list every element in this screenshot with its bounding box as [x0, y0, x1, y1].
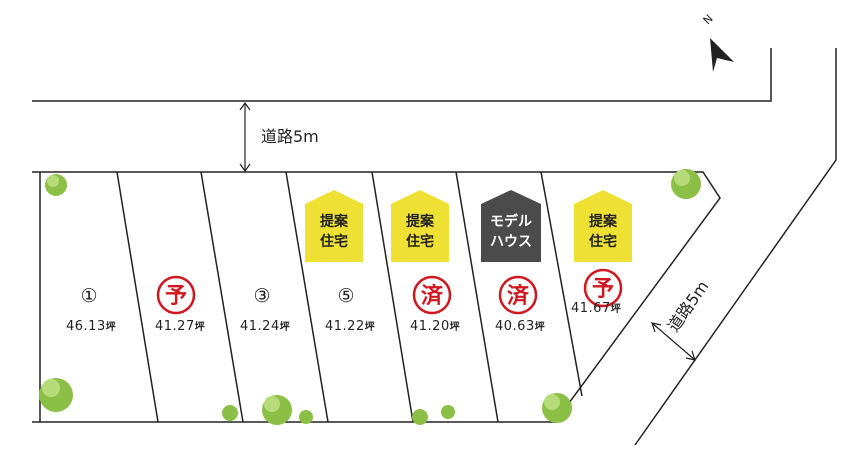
lot-divider-7 — [540, 171, 583, 397]
badge-line2: 住宅 — [589, 233, 617, 250]
dimension-arrow-bottom — [239, 163, 251, 173]
badge-lot8: 提案 住宅 — [574, 190, 632, 262]
badge-house-shape — [574, 190, 632, 262]
lot-number: ⑤ — [337, 285, 354, 307]
tree-icon — [264, 396, 280, 412]
lot-area: 41.22坪 — [325, 319, 375, 334]
lot-divider-4 — [285, 171, 329, 423]
badge-lot6: 提案 住宅 — [391, 190, 449, 262]
status-stamp: 済 — [421, 283, 444, 309]
badge-house-shape — [391, 190, 449, 262]
lot-area-unit: 坪 — [535, 320, 546, 333]
badge-line1: 提案 — [406, 213, 435, 230]
lot-area: 41.24坪 — [240, 319, 290, 334]
badge-house-shape — [305, 190, 363, 262]
tree-icon — [299, 410, 313, 424]
north-arrow-icon — [710, 38, 734, 72]
dimension-arrow-top — [239, 101, 251, 111]
road-label-right: 道路5m — [664, 277, 713, 335]
badge-line2: ハウス — [490, 234, 532, 250]
tree-icon — [674, 170, 690, 186]
north-label: N — [701, 12, 716, 27]
road-edge-top — [32, 48, 772, 102]
badge-house-shape — [481, 190, 541, 262]
site-outline — [32, 171, 721, 423]
lot-divider-5 — [371, 171, 414, 423]
badge-line2: 住宅 — [320, 233, 348, 250]
lot-1[interactable]: ① 46.13坪 — [66, 285, 116, 334]
right-road: 道路5m — [634, 48, 837, 446]
trees — [39, 169, 701, 425]
stamp-circle — [412, 275, 452, 315]
site-boundary — [32, 171, 721, 423]
lot-area-value: 46.13 — [66, 319, 106, 334]
lot-area-value: 41.24 — [240, 319, 280, 334]
lot-divider-6 — [455, 171, 499, 423]
lot-area-value: 41.22 — [325, 319, 365, 334]
lot-area: 46.13坪 — [66, 319, 116, 334]
lot-number: ③ — [253, 285, 270, 307]
lot-number: ① — [80, 285, 97, 307]
stamp-circle — [498, 275, 538, 315]
lot-area-unit: 坪 — [280, 320, 291, 333]
lot-area: 41.27坪 — [155, 319, 205, 334]
lot-6[interactable]: 済 41.20坪 — [410, 275, 460, 334]
dimension-arrow-right — [685, 350, 696, 361]
badge-line1: 提案 — [589, 213, 618, 230]
lot-5[interactable]: ⑤ 41.22坪 — [325, 285, 375, 334]
badge-line1: 提案 — [320, 213, 349, 230]
lot-divider-2 — [116, 171, 159, 423]
tree-icon — [412, 409, 428, 425]
north-arrow: N — [701, 12, 734, 72]
road-width-dimension-right — [651, 322, 696, 361]
tree-icon — [47, 175, 59, 187]
lot-area-unit: 坪 — [365, 320, 376, 333]
badge-line2: 住宅 — [406, 233, 434, 250]
lot-area: 41.20坪 — [410, 319, 460, 334]
lot-area-unit: 坪 — [195, 320, 206, 333]
tree-icon — [441, 405, 455, 419]
stamp-circle — [583, 268, 623, 308]
lot-8[interactable]: 予 41.67坪 — [571, 268, 623, 316]
badge-lot5: 提案 住宅 — [305, 190, 363, 262]
tree-icon — [222, 405, 238, 421]
top-road: 道路5m — [32, 48, 772, 173]
road-label-top: 道路5m — [261, 127, 319, 146]
road-edge-right — [634, 48, 837, 446]
status-stamp: 済 — [507, 283, 530, 309]
status-stamp: 予 — [592, 277, 614, 302]
lot-area: 41.67坪 — [571, 301, 621, 316]
badge-lot7: モデル ハウス — [481, 190, 541, 262]
status-stamp: 予 — [165, 284, 187, 309]
lot-area-unit: 坪 — [450, 320, 461, 333]
tree-icon — [42, 379, 60, 397]
lot-area-value: 41.20 — [410, 319, 450, 334]
lot-divider-3 — [200, 171, 244, 423]
dimension-arrow-left — [651, 322, 662, 333]
badge-line1: モデル — [490, 213, 532, 230]
lot-3[interactable]: ③ 41.24坪 — [240, 285, 290, 334]
lot-area-value: 41.27 — [155, 319, 195, 334]
lot-area-unit: 坪 — [106, 320, 117, 333]
lot-2[interactable]: 予 41.27坪 — [155, 275, 205, 334]
lot-area-value: 41.67 — [571, 301, 611, 316]
lot-area-value: 40.63 — [495, 319, 535, 334]
lot-7[interactable]: 済 40.63坪 — [495, 275, 545, 334]
lot-area-unit: 坪 — [611, 302, 622, 315]
lot-area: 40.63坪 — [495, 319, 545, 334]
stamp-circle — [156, 275, 196, 315]
tree-icon — [544, 394, 560, 410]
